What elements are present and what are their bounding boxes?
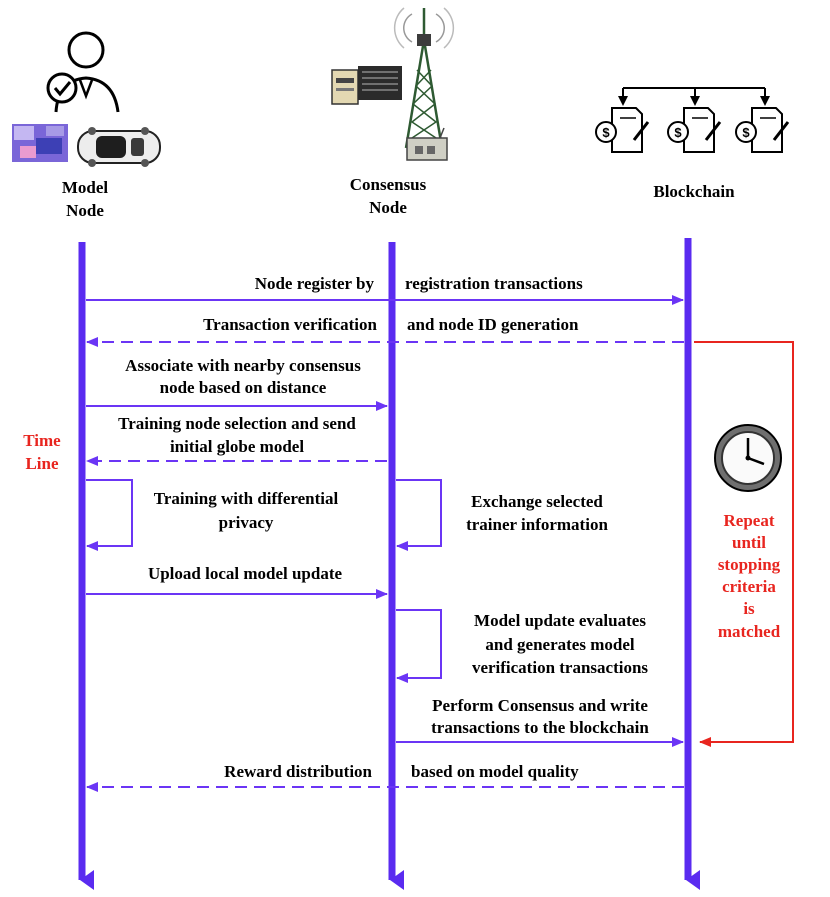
svg-text:$: $ — [742, 125, 750, 140]
repeat-label-5: is — [743, 599, 755, 618]
msg-selection-2: initial globe model — [170, 437, 304, 456]
actor-consensus-label-2: Node — [369, 198, 407, 217]
msg-consensus-1: Perform Consensus and write — [432, 696, 648, 715]
server-icon — [331, 66, 402, 105]
repeat-label-1: Repeat — [724, 511, 775, 530]
msg-evaluate-2: and generates model — [485, 635, 634, 654]
timeline-label-2: Line — [25, 454, 59, 473]
msg-exchange-2: trainer information — [466, 515, 608, 534]
arrow-training-self — [86, 479, 133, 551]
arrow-exchange-self — [396, 479, 442, 551]
msg-exchange-1: Exchange selected — [471, 492, 603, 511]
msg-upload: Upload local model update — [148, 564, 343, 583]
msg-register-right: registration transactions — [405, 274, 583, 293]
repeat-label-4: criteria — [722, 577, 776, 596]
msg-register-left: Node register by — [255, 274, 375, 293]
repeat-label-3: stopping — [718, 555, 781, 574]
repeat-label-6: matched — [718, 622, 781, 641]
msg-selection-1: Training node selection and send — [118, 414, 356, 433]
actor-model-label-1: Model — [62, 178, 109, 197]
image-thumbnail-icon — [12, 124, 68, 162]
clock-icon — [714, 424, 782, 492]
svg-text:$: $ — [602, 125, 610, 140]
msg-verify-right: and node ID generation — [407, 315, 579, 334]
msg-verify-left: Transaction verification — [203, 315, 377, 334]
actor-blockchain-label: Blockchain — [653, 182, 735, 201]
msg-evaluate-3: verification transactions — [472, 658, 648, 677]
repeat-loop-arrow — [694, 341, 794, 747]
msg-reward-left: Reward distribution — [224, 762, 372, 781]
msg-training-1: Training with differential — [154, 489, 339, 508]
router-icon — [406, 127, 448, 161]
svg-text:$: $ — [674, 125, 682, 140]
arrow-evaluate-self — [396, 609, 442, 683]
actor-consensus-label-1: Consensus — [350, 175, 427, 194]
msg-consensus-2: transactions to the blockchain — [431, 718, 649, 737]
contract-document-icon: $ — [667, 107, 722, 153]
actor-model-label-2: Node — [66, 201, 104, 220]
msg-evaluate-1: Model update evaluates — [474, 611, 646, 630]
msg-reward-right: based on model quality — [411, 762, 579, 781]
msg-associate-2: node based on distance — [160, 378, 327, 397]
msg-associate-1: Associate with nearby consensus — [125, 356, 361, 375]
user-check-icon — [46, 31, 120, 113]
repeat-label-2: until — [732, 533, 766, 552]
timeline-label-1: Time — [23, 431, 61, 450]
car-icon — [77, 127, 161, 167]
antenna-tower-icon — [393, 7, 455, 149]
contract-document-icon: $ — [595, 107, 650, 153]
msg-training-2: privacy — [219, 513, 274, 532]
blockchain-links — [618, 87, 770, 106]
contract-document-icon: $ — [735, 107, 790, 153]
